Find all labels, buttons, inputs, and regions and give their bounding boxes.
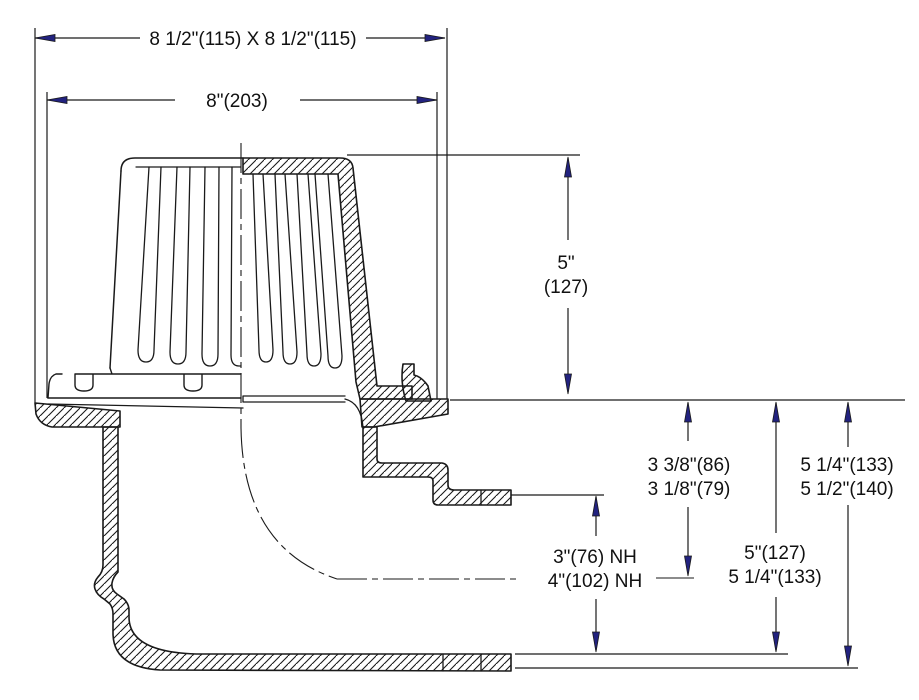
label-invert-2: 5 1/4"(133) [728, 567, 821, 588]
strainer-base-outline [47, 367, 242, 399]
arrow-up [844, 401, 852, 423]
dimension-labels: 8 1/2"(115) X 8 1/2"(115) 8"(203) 5" (12… [149, 29, 893, 592]
arrow-up [772, 401, 780, 423]
label-outlet-size-2: 4"(102) NH [548, 571, 642, 592]
bowl-floor-lines [47, 395, 364, 428]
centerlines [240, 143, 694, 580]
label-dome-height-2: (127) [544, 277, 588, 298]
arrow-right [416, 96, 438, 104]
label-overall-1: 5 1/4"(133) [800, 455, 893, 476]
dome-slots-left [137, 166, 242, 367]
dome-left-edge [109, 170, 122, 369]
label-centerline-2: 3 1/8"(79) [648, 479, 731, 500]
arrow-down [564, 373, 572, 395]
flange-left-section [34, 402, 121, 428]
body-left-wall-and-elbow [93, 426, 512, 672]
arrow-up [684, 401, 692, 423]
label-overall-2: 5 1/2"(140) [800, 479, 893, 500]
dimension-arrows [34, 34, 852, 667]
spigot-bead-lines [442, 489, 482, 672]
dimension-lines [35, 37, 849, 663]
arrow-down [772, 631, 780, 653]
arrow-up [592, 495, 600, 517]
extension-lines [34, 28, 905, 669]
label-strainer-width: 8"(203) [206, 91, 268, 112]
flange-right-section [359, 398, 449, 428]
arrow-down [592, 631, 600, 653]
label-centerline-1: 3 3/8"(86) [648, 455, 731, 476]
label-dome-height-1: 5" [557, 253, 574, 274]
arrow-down [684, 555, 692, 577]
arrow-down [844, 645, 852, 667]
label-invert-1: 5"(127) [744, 543, 806, 564]
drain-body-sections [34, 157, 512, 672]
arrow-right [424, 34, 446, 42]
label-square-flange: 8 1/2"(115) X 8 1/2"(115) [149, 29, 356, 50]
arrow-left [34, 34, 56, 42]
drawing-outlines [47, 157, 482, 672]
elbow-centerline-arc [240, 427, 338, 580]
arrow-up [564, 156, 572, 178]
dome-top-edge [120, 157, 244, 172]
label-outlet-size-1: 3"(76) NH [553, 547, 637, 568]
dome-section-wall [242, 157, 413, 400]
arrow-left [46, 96, 68, 104]
clamp-collar-section [401, 363, 432, 402]
dome-slots-right [252, 173, 343, 369]
body-right-steps [362, 426, 512, 506]
